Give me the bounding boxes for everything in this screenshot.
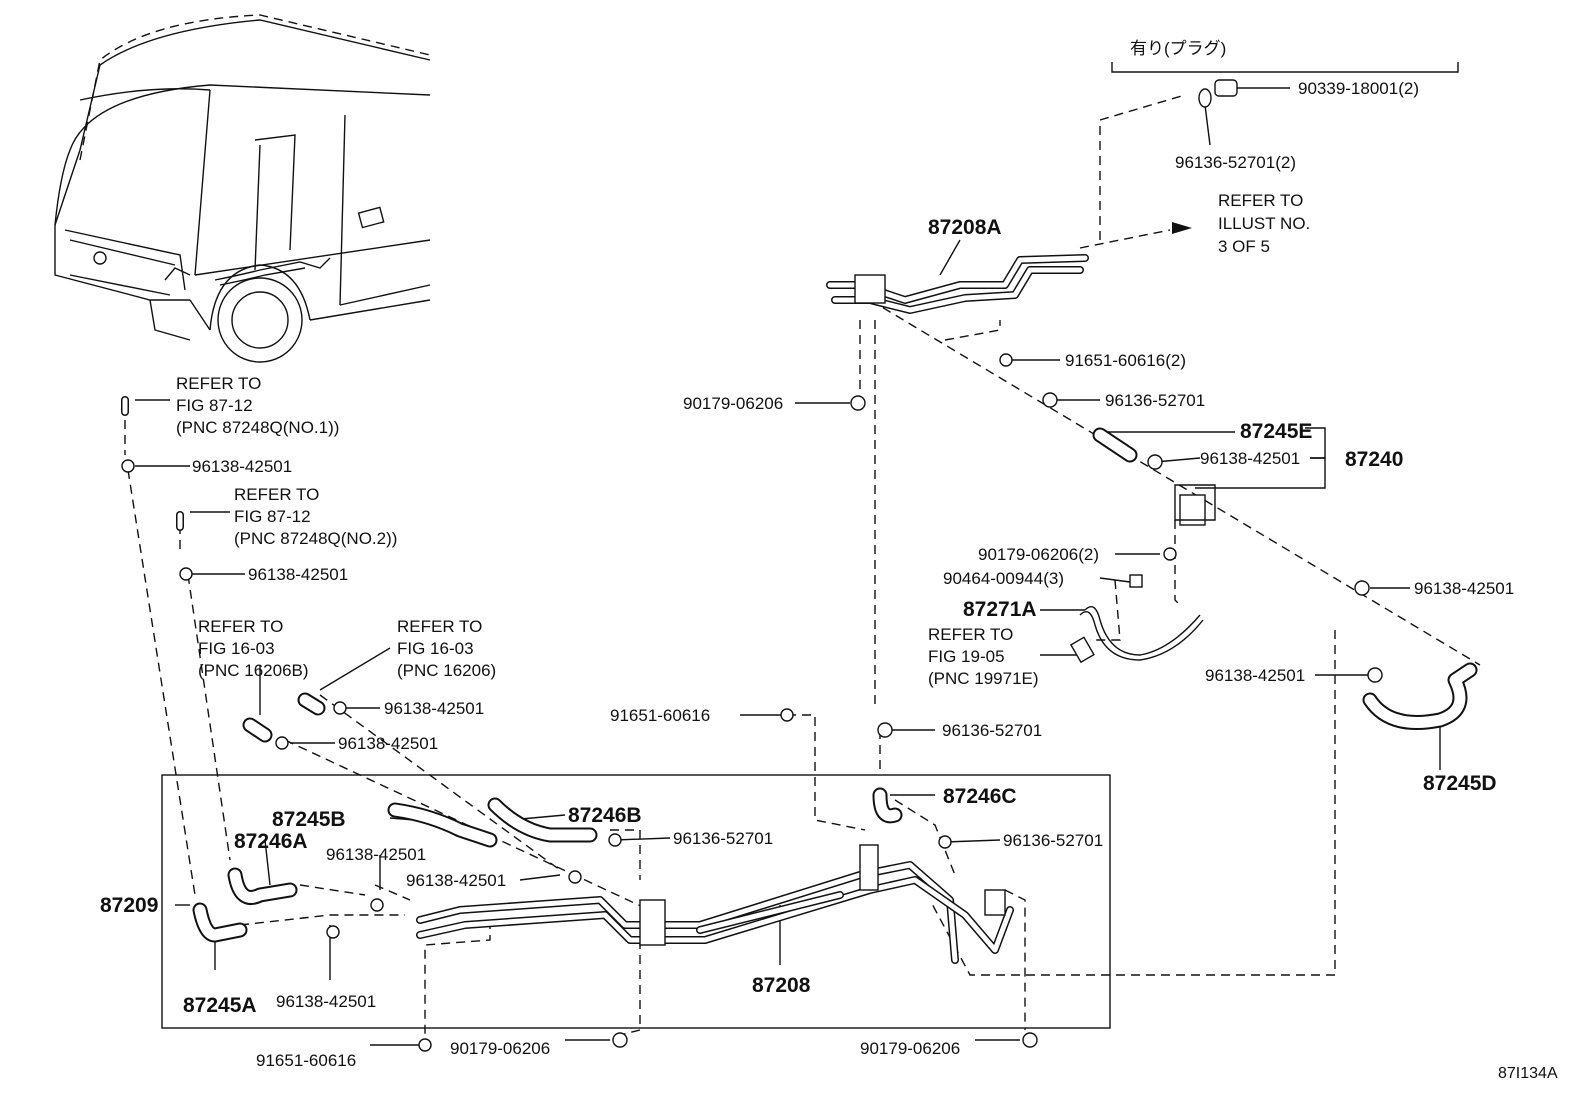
part-87271A-label: 87271A: [963, 598, 1037, 621]
part-96138-b2-label: 96138-42501: [406, 871, 506, 890]
hoses-and-pipes: [121, 254, 1478, 964]
part-96138-l1-label: 96138-42501: [192, 457, 292, 476]
leader-lines: [124, 62, 1481, 1046]
figure-code-label: 87I134A: [1498, 1065, 1558, 1082]
part-96136-b-label: 96136-52701: [673, 829, 773, 848]
part-87245D-label: 87245D: [1423, 772, 1497, 795]
refer-fig16b-line3[interactable]: (PNC 16206): [397, 661, 496, 680]
refer-fig87-1-line2[interactable]: FIG 87-12: [176, 396, 253, 415]
nut-part: [850, 395, 866, 411]
clip-part: [1129, 574, 1143, 588]
refer-fig19-line1[interactable]: REFER TO: [928, 625, 1013, 644]
refer-fig19-line3[interactable]: (PNC 19971E): [928, 669, 1039, 688]
part-87208A-label: 87208A: [928, 216, 1002, 239]
part-96138-l2-label: 96138-42501: [248, 565, 348, 584]
refer-fig16b-line2[interactable]: FIG 16-03: [397, 639, 474, 658]
clamp-part: [333, 701, 347, 715]
clamp-part: [370, 898, 384, 912]
part-87208-label: 87208: [752, 974, 811, 997]
part-96136-2-label: 96136-52701(2): [1175, 153, 1296, 172]
refer-fig16a-line1[interactable]: REFER TO: [198, 617, 283, 636]
bolt-part: [780, 708, 794, 722]
part-96138-right2-label: 96138-42501: [1205, 666, 1305, 685]
part-96138-l4-label: 96138-42501: [338, 734, 438, 753]
part-87209-label: 87209: [100, 894, 158, 917]
vehicle-illustration: [54, 14, 431, 363]
part-96138-right-label: 96138-42501: [1414, 579, 1514, 598]
nut-part: [1163, 547, 1177, 561]
bolt-part: [418, 1038, 432, 1052]
plug-part: [1214, 79, 1238, 97]
part-90179-bot2-label: 90179-06206: [860, 1039, 960, 1058]
refer-fig16a-line3[interactable]: (PNC 16206B): [198, 661, 309, 680]
refer-fig16a-line2[interactable]: FIG 16-03: [198, 639, 275, 658]
part-90464-label: 90464-00944(3): [943, 569, 1064, 588]
clamp-part: [275, 736, 289, 750]
plug-header-label: 有り(プラグ): [1130, 39, 1226, 58]
refer-fig87-1-line1[interactable]: REFER TO: [176, 374, 261, 393]
part-87245E-label: 87245E: [1240, 420, 1312, 443]
part-90339-label: 90339-18001(2): [1298, 79, 1419, 98]
part-87246C-label: 87246C: [943, 785, 1017, 808]
clamp-part: [1198, 88, 1212, 108]
bolt-part: [999, 353, 1013, 367]
refer-illust-line2[interactable]: ILLUST NO.: [1218, 214, 1310, 233]
part-96136-c-label: 96136-52701: [942, 721, 1042, 740]
part-90179-bot1-label: 90179-06206: [450, 1039, 550, 1058]
part-87240-label: 87240: [1345, 448, 1403, 471]
clamp-part: [877, 722, 893, 738]
part-labels: 有り(プラグ) 90339-18001(2) 96136-52701(2) RE…: [100, 39, 1558, 1082]
nut-part: [612, 1032, 628, 1048]
part-96136-c2-label: 96136-52701: [1003, 831, 1103, 850]
part-87246B-label: 87246B: [568, 804, 642, 827]
part-96138-mid-label: 96138-42501: [1200, 449, 1300, 468]
refer-fig87-2-line2[interactable]: FIG 87-12: [234, 507, 311, 526]
refer-illust-line3[interactable]: 3 OF 5: [1218, 237, 1270, 256]
part-90179-2-label: 90179-06206(2): [978, 545, 1099, 564]
part-91651-mid-label: 91651-60616: [610, 706, 710, 725]
assembly-87209-box: [161, 774, 1111, 1029]
clamp-part: [179, 567, 193, 581]
clamp-part: [1147, 454, 1163, 470]
refer-fig87-2-line1[interactable]: REFER TO: [234, 485, 319, 504]
part-96138-b1-label: 96138-42501: [326, 845, 426, 864]
clamp-part: [608, 833, 622, 847]
part-96136-mid-label: 96136-52701: [1105, 391, 1205, 410]
clamp-part: [326, 925, 340, 939]
refer-fig19-line2[interactable]: FIG 19-05: [928, 647, 1005, 666]
nut-part: [1022, 1032, 1038, 1048]
part-96138-b3-label: 96138-42501: [276, 992, 376, 1011]
refer-illust-line1[interactable]: REFER TO: [1218, 191, 1303, 210]
part-91651-2-label: 91651-60616(2): [1065, 351, 1186, 370]
clamp-part: [1354, 580, 1370, 596]
clamp-part: [1367, 667, 1383, 683]
clamp-part: [1042, 392, 1058, 408]
part-90179-top-label: 90179-06206: [683, 394, 783, 413]
part-91651-bot-label: 91651-60616: [256, 1051, 356, 1070]
clamp-part: [121, 459, 135, 473]
refer-fig16b-line1[interactable]: REFER TO: [397, 617, 482, 636]
refer-fig87-1-line3[interactable]: (PNC 87248Q(NO.1)): [176, 418, 339, 437]
part-87245A-label: 87245A: [183, 994, 257, 1017]
refer-fig87-2-line3[interactable]: (PNC 87248Q(NO.2)): [234, 529, 397, 548]
clamp-part: [938, 835, 952, 849]
part-96138-l3-label: 96138-42501: [384, 699, 484, 718]
clamps-and-fasteners: [121, 79, 1383, 1052]
clamp-part: [568, 870, 582, 884]
arrow-icon: [1172, 222, 1192, 234]
part-87245B-label: 87245B: [272, 808, 346, 831]
part-87246A-label: 87246A: [234, 830, 308, 853]
